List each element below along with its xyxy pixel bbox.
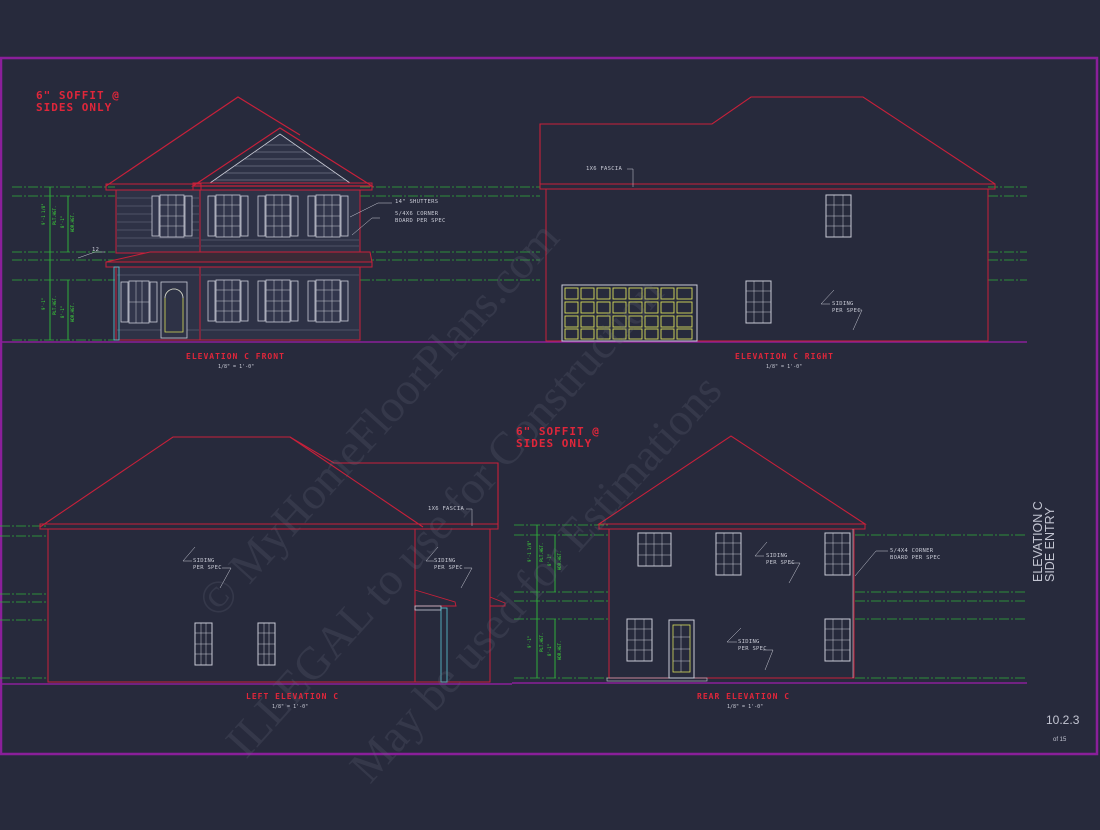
svg-text:PLT.HGT.: PLT.HGT.: [52, 296, 57, 315]
elevation-left-title: LEFT ELEVATION C: [246, 692, 340, 701]
svg-text:8'-1": 8'-1": [60, 306, 65, 318]
svg-text:HDR.HGT.: HDR.HGT.: [70, 303, 75, 322]
fascia-right-note: 1X6 FASCIA: [586, 166, 623, 172]
svg-text:8'-1": 8'-1": [547, 554, 552, 566]
corner-board-rear-note: 5/4X4 CORNER BOARD PER SPEC: [890, 548, 941, 561]
left-elevation-drawing: [0, 436, 512, 685]
roof-pitch-note: 12: [92, 247, 100, 253]
elevation-right-title: ELEVATION C RIGHT: [735, 352, 834, 361]
sheet-title-block: ELEVATION C SIDE ENTRY: [1031, 501, 1057, 582]
shutters-note: 14" SHUTTERS: [395, 199, 439, 205]
svg-text:HDR.HGT.: HDR.HGT.: [70, 213, 75, 232]
right-elevation-drawing: [539, 96, 1027, 342]
svg-text:9'-1 1/8": 9'-1 1/8": [41, 203, 46, 225]
elevation-left-scale: 1/8" = 1'-0": [272, 704, 309, 710]
svg-text:9'-1 1/8": 9'-1 1/8": [527, 540, 532, 562]
corner-board-front-note: 5/4X6 CORNER BOARD PER SPEC: [395, 211, 446, 224]
elevation-front-scale: 1/8" = 1'-0": [218, 364, 255, 370]
svg-text:PLT.HGT.: PLT.HGT.: [52, 206, 57, 225]
front-elevation-drawing: 9'-1 1/8" PLT.HGT. 8'-1" HDR.HGT. 9'-1" …: [0, 96, 1027, 343]
sheet-subtitle: SIDE ENTRY: [1043, 507, 1057, 582]
soffit-note-top: 6" SOFFIT @ SIDES ONLY: [36, 89, 120, 114]
siding-right-note: SIDING PER SPEC: [832, 301, 861, 314]
svg-text:9'-1": 9'-1": [527, 636, 532, 648]
siding-rear-note-1: SIDING PER SPEC: [766, 553, 795, 566]
elevation-front-title: ELEVATION C FRONT: [186, 352, 285, 361]
siding-left-note-1: SIDING PER SPEC: [193, 558, 222, 571]
garage-door: [561, 284, 698, 342]
fascia-left-note: 1X6 FASCIA: [428, 506, 465, 512]
soffit-note-mid: 6" SOFFIT @ SIDES ONLY: [516, 425, 600, 450]
svg-text:8'-1": 8'-1": [60, 216, 65, 228]
rear-elevation-drawing: 9'-1 1/8" PLT.HGT. 8'-1" HDR.HGT. 9'-1" …: [512, 435, 1027, 684]
page-of: of 15: [1053, 737, 1067, 743]
svg-text:9'-1": 9'-1": [41, 298, 46, 310]
siding-rear-note-2: SIDING PER SPEC: [738, 639, 767, 652]
elevation-right-scale: 1/8" = 1'-0": [766, 364, 803, 370]
sheet-frame: [0, 56, 1099, 756]
elevation-rear-scale: 1/8" = 1'-0": [727, 704, 764, 710]
svg-text:HDR.HGT.: HDR.HGT.: [557, 551, 562, 570]
svg-text:PLT.HGT.: PLT.HGT.: [539, 633, 544, 652]
svg-text:PLT.HGT.: PLT.HGT.: [539, 543, 544, 562]
page-number: 10.2.3: [1046, 713, 1080, 727]
elevation-rear-title: REAR ELEVATION C: [697, 692, 791, 701]
svg-text:HDR.HGT.: HDR.HGT.: [557, 641, 562, 660]
porch-column: [440, 607, 448, 683]
svg-text:8'-1": 8'-1": [547, 644, 552, 656]
siding-left-note-2: SIDING PER SPEC: [434, 558, 463, 571]
